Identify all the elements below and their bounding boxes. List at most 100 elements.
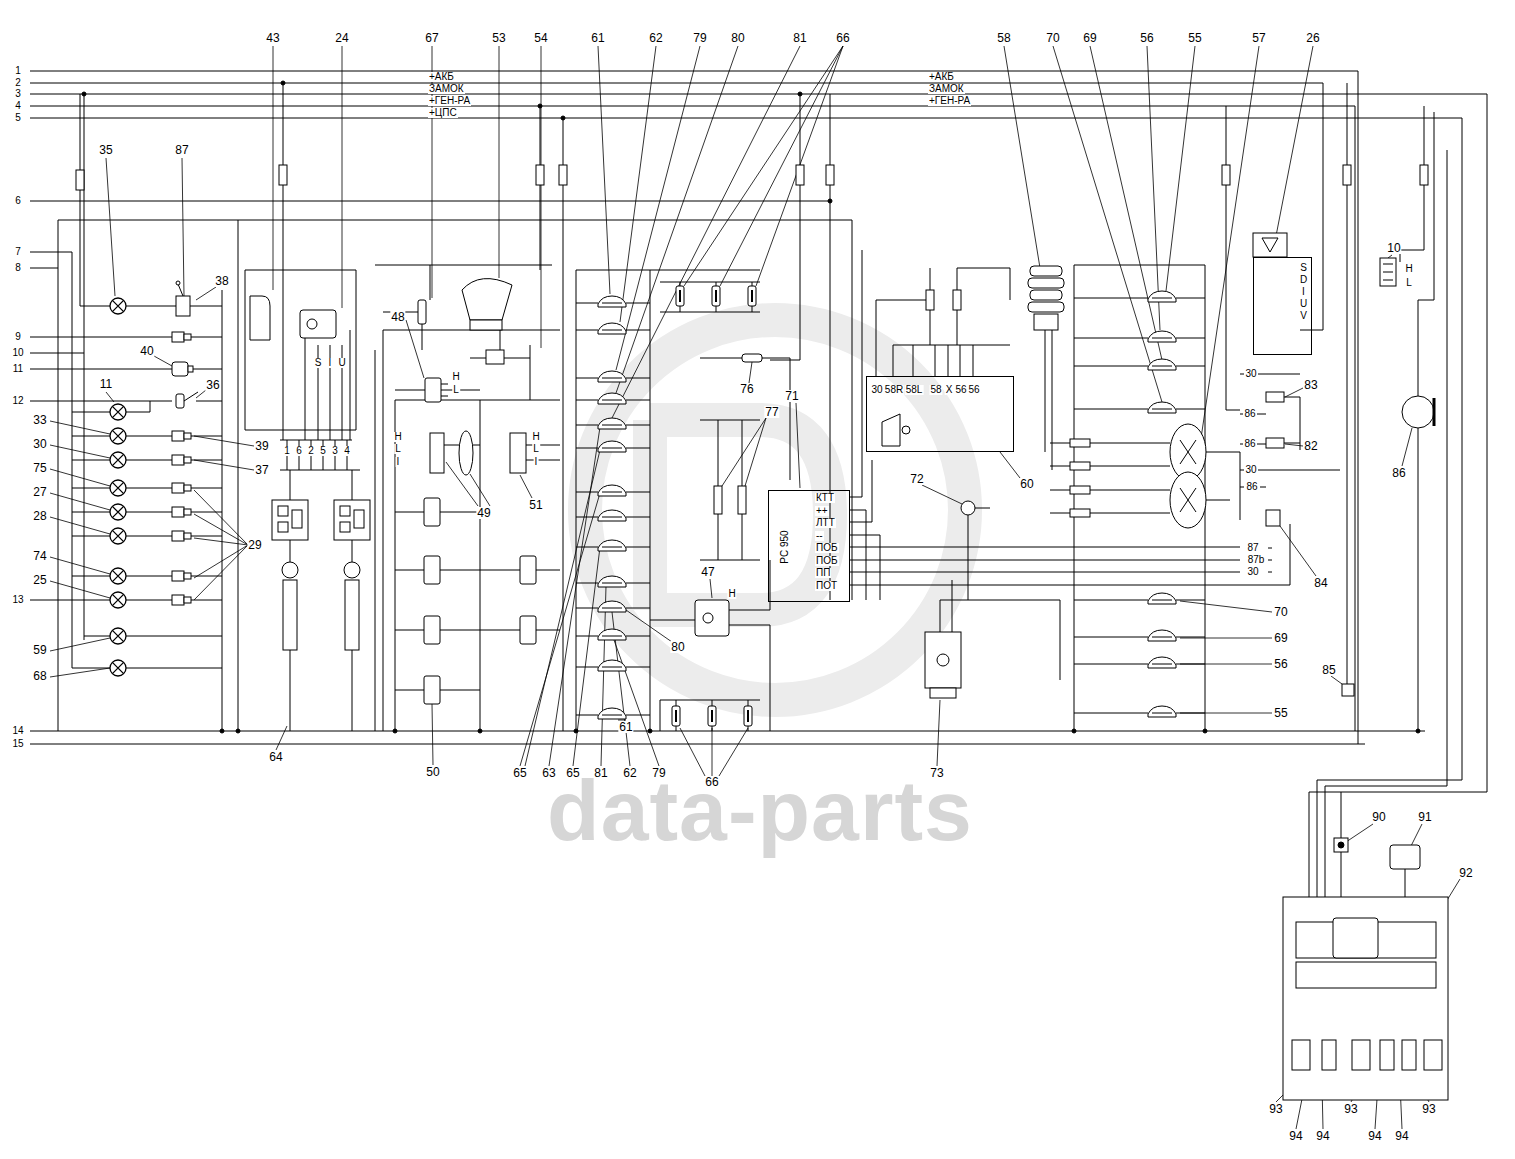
components (648, 729, 652, 733)
wiring (30, 401, 172, 402)
pin-label: H (393, 432, 402, 442)
components (538, 104, 542, 108)
callout-number: 37 (254, 464, 269, 476)
components (598, 540, 626, 551)
callout-number: 93 (1421, 1103, 1436, 1115)
wiring (30, 94, 1487, 897)
components (925, 632, 961, 688)
callout-number: 87 (174, 144, 189, 156)
callout-number: 55 (1187, 32, 1202, 44)
pin-label: 30 (1244, 465, 1257, 475)
components (1262, 238, 1278, 252)
components (1148, 593, 1176, 604)
callout-number: 72 (909, 473, 924, 485)
bus-label: +АКБ (428, 72, 455, 82)
components (281, 81, 285, 85)
callout-number: 86 (1391, 467, 1406, 479)
wiring (126, 306, 222, 668)
wiring (30, 353, 84, 354)
pin-label: 56 (967, 385, 980, 395)
wiring (876, 300, 973, 376)
components (1180, 488, 1196, 512)
components (712, 286, 720, 306)
callout-number: 27 (32, 486, 47, 498)
wiring (850, 524, 1290, 585)
pin-label: 5 (319, 446, 327, 456)
pin-label: H (531, 432, 540, 442)
callout-number: 69 (1082, 32, 1097, 44)
leader-lines (406, 320, 672, 766)
components (334, 500, 370, 540)
wiring (700, 358, 790, 480)
callout-number: 71 (784, 390, 799, 402)
callout-number: 70 (1045, 32, 1060, 44)
callout-number: 80 (670, 641, 685, 653)
components (1148, 402, 1176, 413)
callout-number: 25 (32, 574, 47, 586)
pin-label: L (394, 444, 402, 454)
wiring (58, 220, 852, 731)
wiring (30, 600, 110, 601)
pin-label: S (314, 358, 323, 368)
callout-number: 94 (1367, 1130, 1382, 1142)
callout-number: 24 (334, 32, 349, 44)
components (172, 531, 191, 541)
components (172, 483, 191, 493)
wire-number: 1 (14, 66, 22, 76)
pin-label: 2 (307, 446, 315, 456)
wire-number: 4 (14, 101, 22, 111)
components (598, 441, 626, 452)
wiring (222, 220, 238, 731)
components (172, 362, 188, 376)
pin-label: I (328, 358, 333, 368)
callout-number: 81 (792, 32, 807, 44)
components (486, 350, 504, 364)
callout-number: 85 (1321, 664, 1336, 676)
callout-number: 84 (1313, 577, 1328, 589)
wiring (30, 744, 1365, 745)
leader-lines (273, 46, 843, 418)
components (1266, 392, 1284, 402)
wire-number: 12 (11, 396, 24, 406)
pin-label: U (337, 358, 346, 368)
callout-number: 59 (32, 644, 47, 656)
components (110, 298, 126, 314)
callout-number: 94 (1315, 1130, 1330, 1142)
wiring (30, 252, 72, 668)
callout-number: 56 (1273, 658, 1288, 670)
wiring (375, 265, 560, 731)
wiring (72, 412, 110, 668)
components (470, 320, 502, 330)
wiring (280, 440, 360, 470)
combination-switch: S D I U V (1253, 257, 1312, 355)
pin-label: L (452, 385, 460, 395)
components (1028, 278, 1064, 288)
components (462, 279, 512, 320)
pin-label: 58L (905, 385, 924, 395)
callout-number: 64 (268, 751, 283, 763)
components (798, 92, 802, 96)
callout-number: 61 (590, 32, 605, 44)
callout-number: 80 (730, 32, 745, 44)
components (1433, 398, 1436, 426)
pin-label: 58 (929, 385, 942, 395)
pin-label: 30 (1244, 369, 1257, 379)
components (344, 562, 360, 578)
components (424, 556, 440, 584)
pin-label: I (534, 457, 539, 467)
wiring (1206, 452, 1240, 520)
components (76, 81, 1448, 1100)
components (1170, 472, 1206, 528)
components (1343, 165, 1351, 185)
device-name: PC 950 (780, 529, 790, 564)
pin-label: 58R (884, 385, 904, 395)
components (1292, 1040, 1310, 1070)
components (672, 706, 680, 726)
components (742, 354, 762, 362)
components (902, 426, 910, 434)
components (1070, 509, 1090, 517)
light-switch-block: 3058R58L58X5656 (866, 376, 1014, 452)
pin-label: ПП (815, 568, 831, 578)
wiring (30, 71, 1487, 1040)
